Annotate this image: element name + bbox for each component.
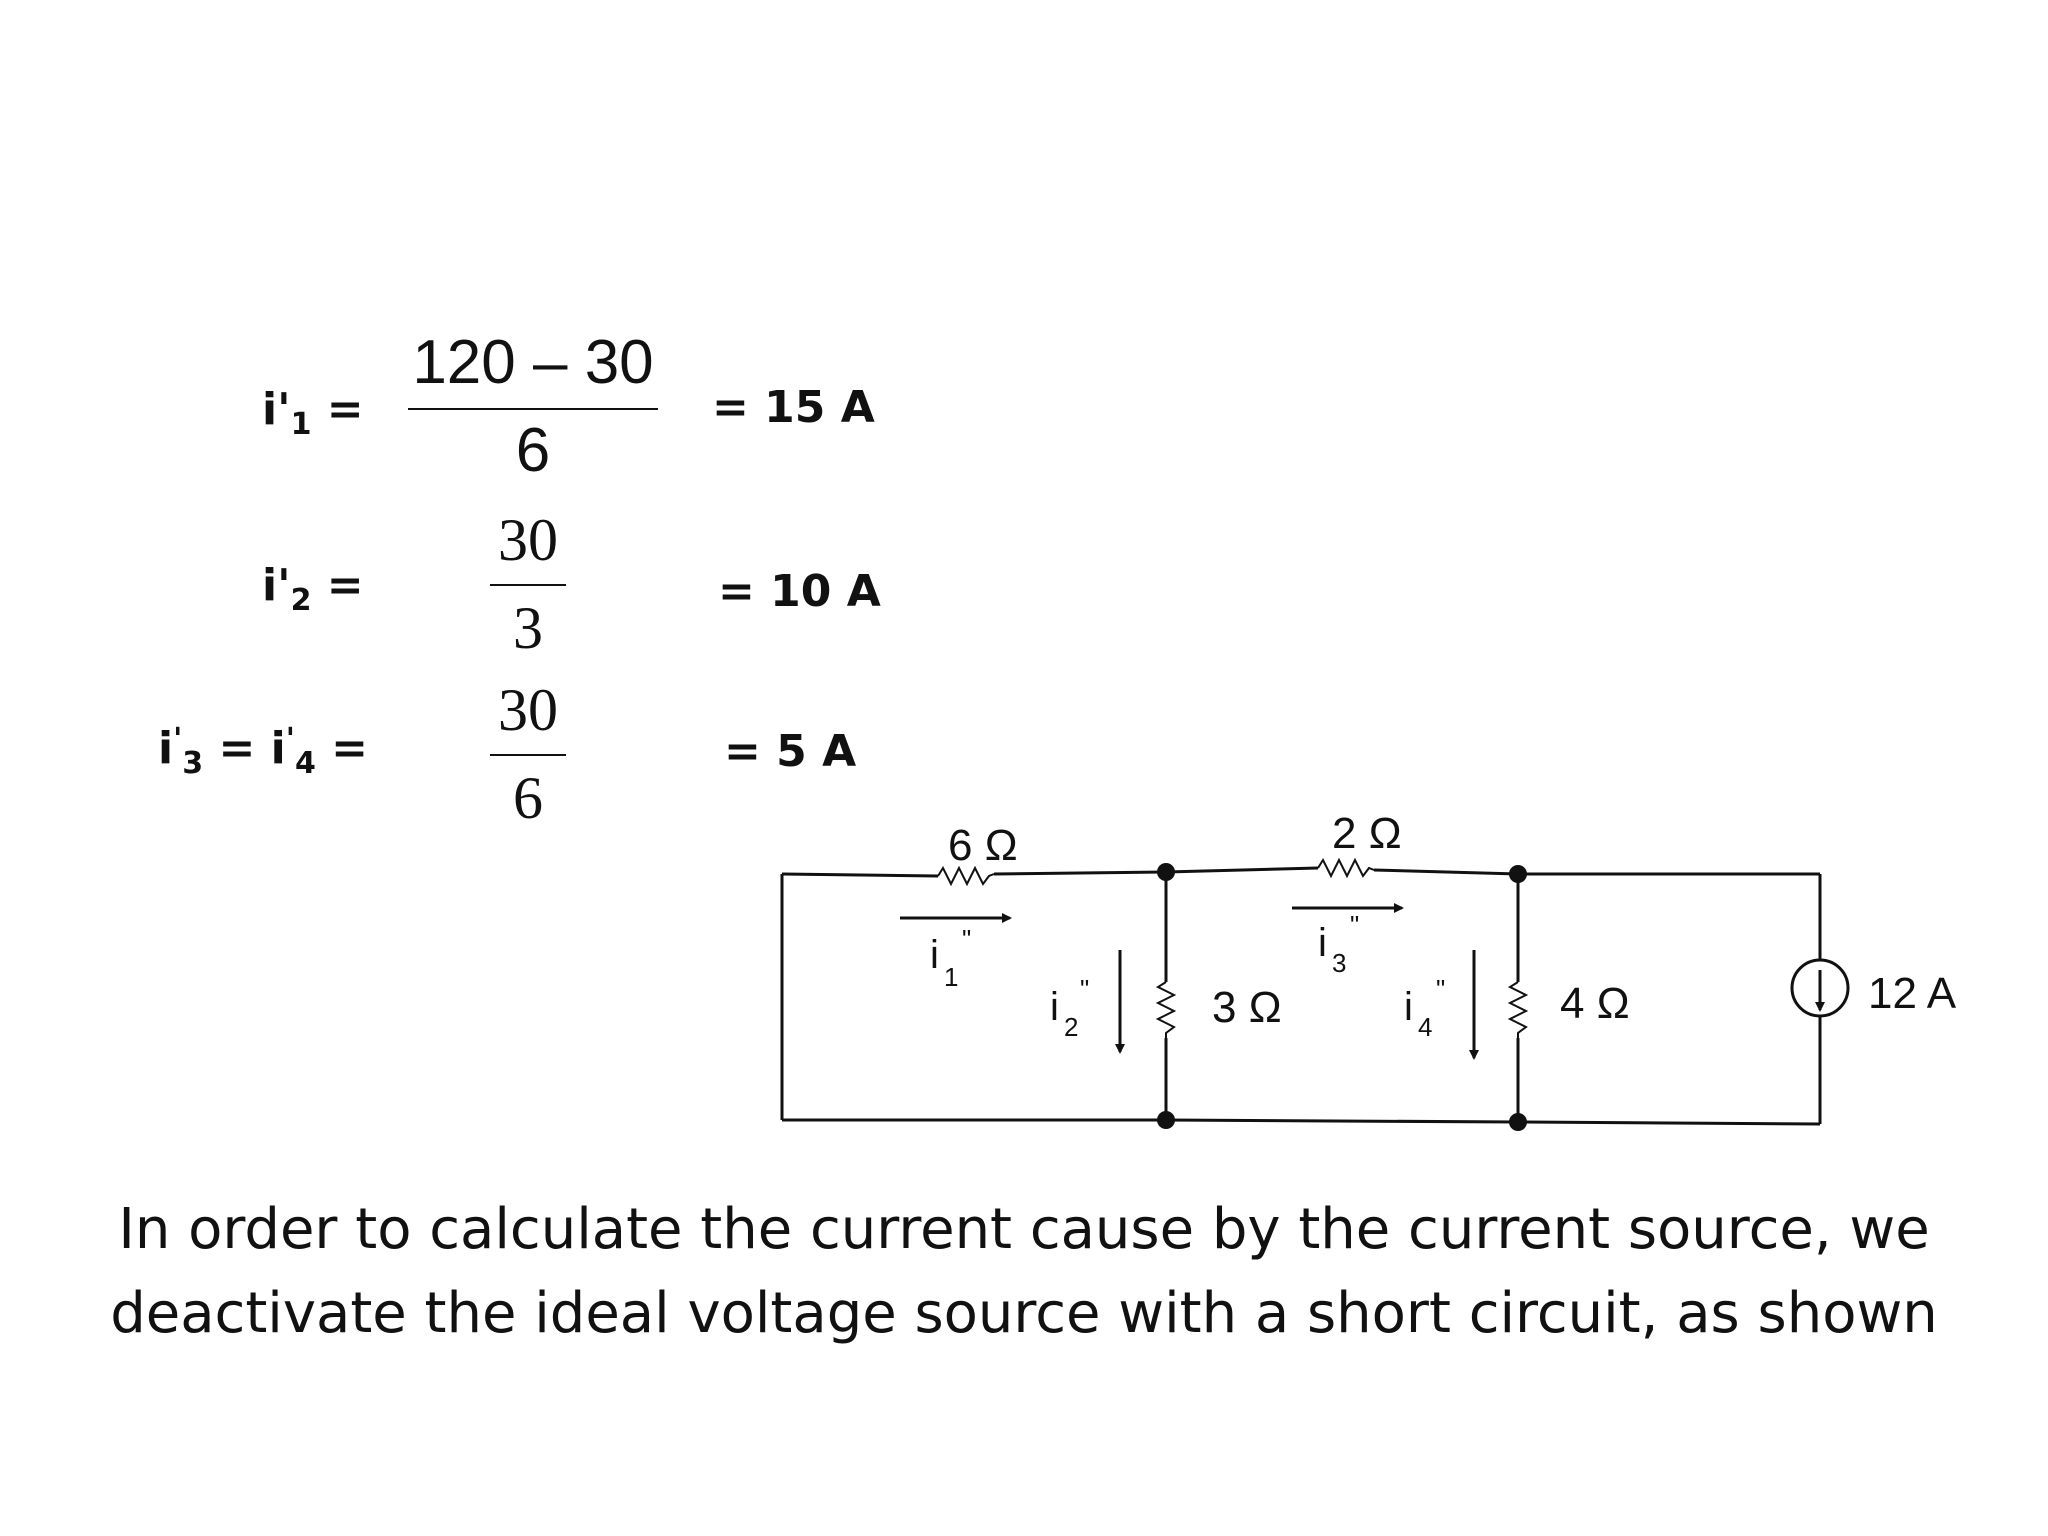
resistor-2ohm-label: 2 Ω bbox=[1332, 809, 1402, 858]
svg-text:i: i bbox=[1318, 921, 1327, 965]
svg-text:1: 1 bbox=[944, 962, 958, 992]
caption-line-2: deactivate the ideal voltage source with… bbox=[110, 1281, 1938, 1346]
equation-2-fraction: 30 3 bbox=[490, 510, 566, 658]
resistor-3ohm bbox=[1155, 981, 1177, 1038]
i1-label: i " 1 bbox=[930, 924, 971, 992]
svg-text:i: i bbox=[1050, 985, 1059, 1029]
i3-label: i " 3 bbox=[1318, 910, 1359, 978]
current-source-circle bbox=[1790, 958, 1850, 1018]
node-top-middle-left bbox=[1157, 863, 1175, 881]
equation-1-numerator: 120 – 30 bbox=[412, 328, 654, 397]
equation-3-label: i'3 = i'4 = bbox=[158, 722, 368, 781]
equation-2-denominator: 3 bbox=[513, 595, 543, 661]
equation-1-result: = 15 A bbox=[712, 382, 875, 433]
svg-text:2: 2 bbox=[1064, 1012, 1078, 1042]
top-wire-left bbox=[781, 872, 939, 878]
equation-2-result: = 10 A bbox=[718, 566, 881, 617]
caption: In order to calculate the current cause … bbox=[0, 1188, 2048, 1356]
i2-label: i " 2 bbox=[1050, 974, 1089, 1042]
current-source bbox=[1790, 958, 1850, 1018]
resistor-6ohm-label: 6 Ω bbox=[948, 821, 1018, 870]
top-wire-middle bbox=[1165, 866, 1319, 874]
equation-3-fraction: 30 6 bbox=[490, 680, 566, 828]
equation-3-result: = 5 A bbox=[724, 726, 857, 777]
svg-text:i: i bbox=[930, 933, 939, 977]
fraction-bar bbox=[490, 584, 566, 586]
node-bottom-middle-right bbox=[1509, 1113, 1527, 1131]
svg-text:": " bbox=[1080, 974, 1089, 1004]
bottom-wire bbox=[782, 1118, 1821, 1126]
svg-text:": " bbox=[1350, 910, 1359, 940]
node-bottom-middle-left bbox=[1157, 1111, 1175, 1129]
caption-line-1: In order to calculate the current cause … bbox=[118, 1197, 1930, 1262]
equation-2-label: i'2 = bbox=[262, 560, 364, 618]
resistor-4ohm-label: 4 Ω bbox=[1560, 979, 1630, 1028]
circuit-wires bbox=[780, 866, 1822, 1126]
top-wire-2ohm-right bbox=[1373, 868, 1519, 876]
equation-3-denominator: 6 bbox=[513, 765, 543, 831]
svg-text:": " bbox=[962, 924, 971, 954]
resistor-4ohm bbox=[1507, 981, 1529, 1038]
svg-text:3: 3 bbox=[1332, 948, 1346, 978]
top-wire-6ohm-right bbox=[993, 870, 1167, 876]
equation-1-label: i'1 = bbox=[262, 384, 364, 442]
equation-1-denominator: 6 bbox=[515, 416, 551, 485]
equation-3-numerator: 30 bbox=[498, 677, 558, 743]
svg-text:i: i bbox=[1404, 985, 1413, 1029]
fraction-bar bbox=[408, 408, 658, 410]
current-source-label: 12 A bbox=[1868, 969, 1957, 1018]
resistor-2ohm bbox=[1317, 857, 1375, 879]
i4-label: i " 4 bbox=[1404, 974, 1445, 1042]
equation-2-numerator: 30 bbox=[498, 507, 558, 573]
svg-text:4: 4 bbox=[1418, 1012, 1432, 1042]
equation-1-fraction: 120 – 30 6 bbox=[408, 332, 658, 482]
fraction-bar bbox=[490, 754, 566, 756]
svg-text:": " bbox=[1436, 974, 1445, 1004]
resistor-3ohm-label: 3 Ω bbox=[1212, 983, 1282, 1032]
resistor-6ohm bbox=[937, 865, 995, 887]
node-top-middle-right bbox=[1509, 865, 1527, 883]
